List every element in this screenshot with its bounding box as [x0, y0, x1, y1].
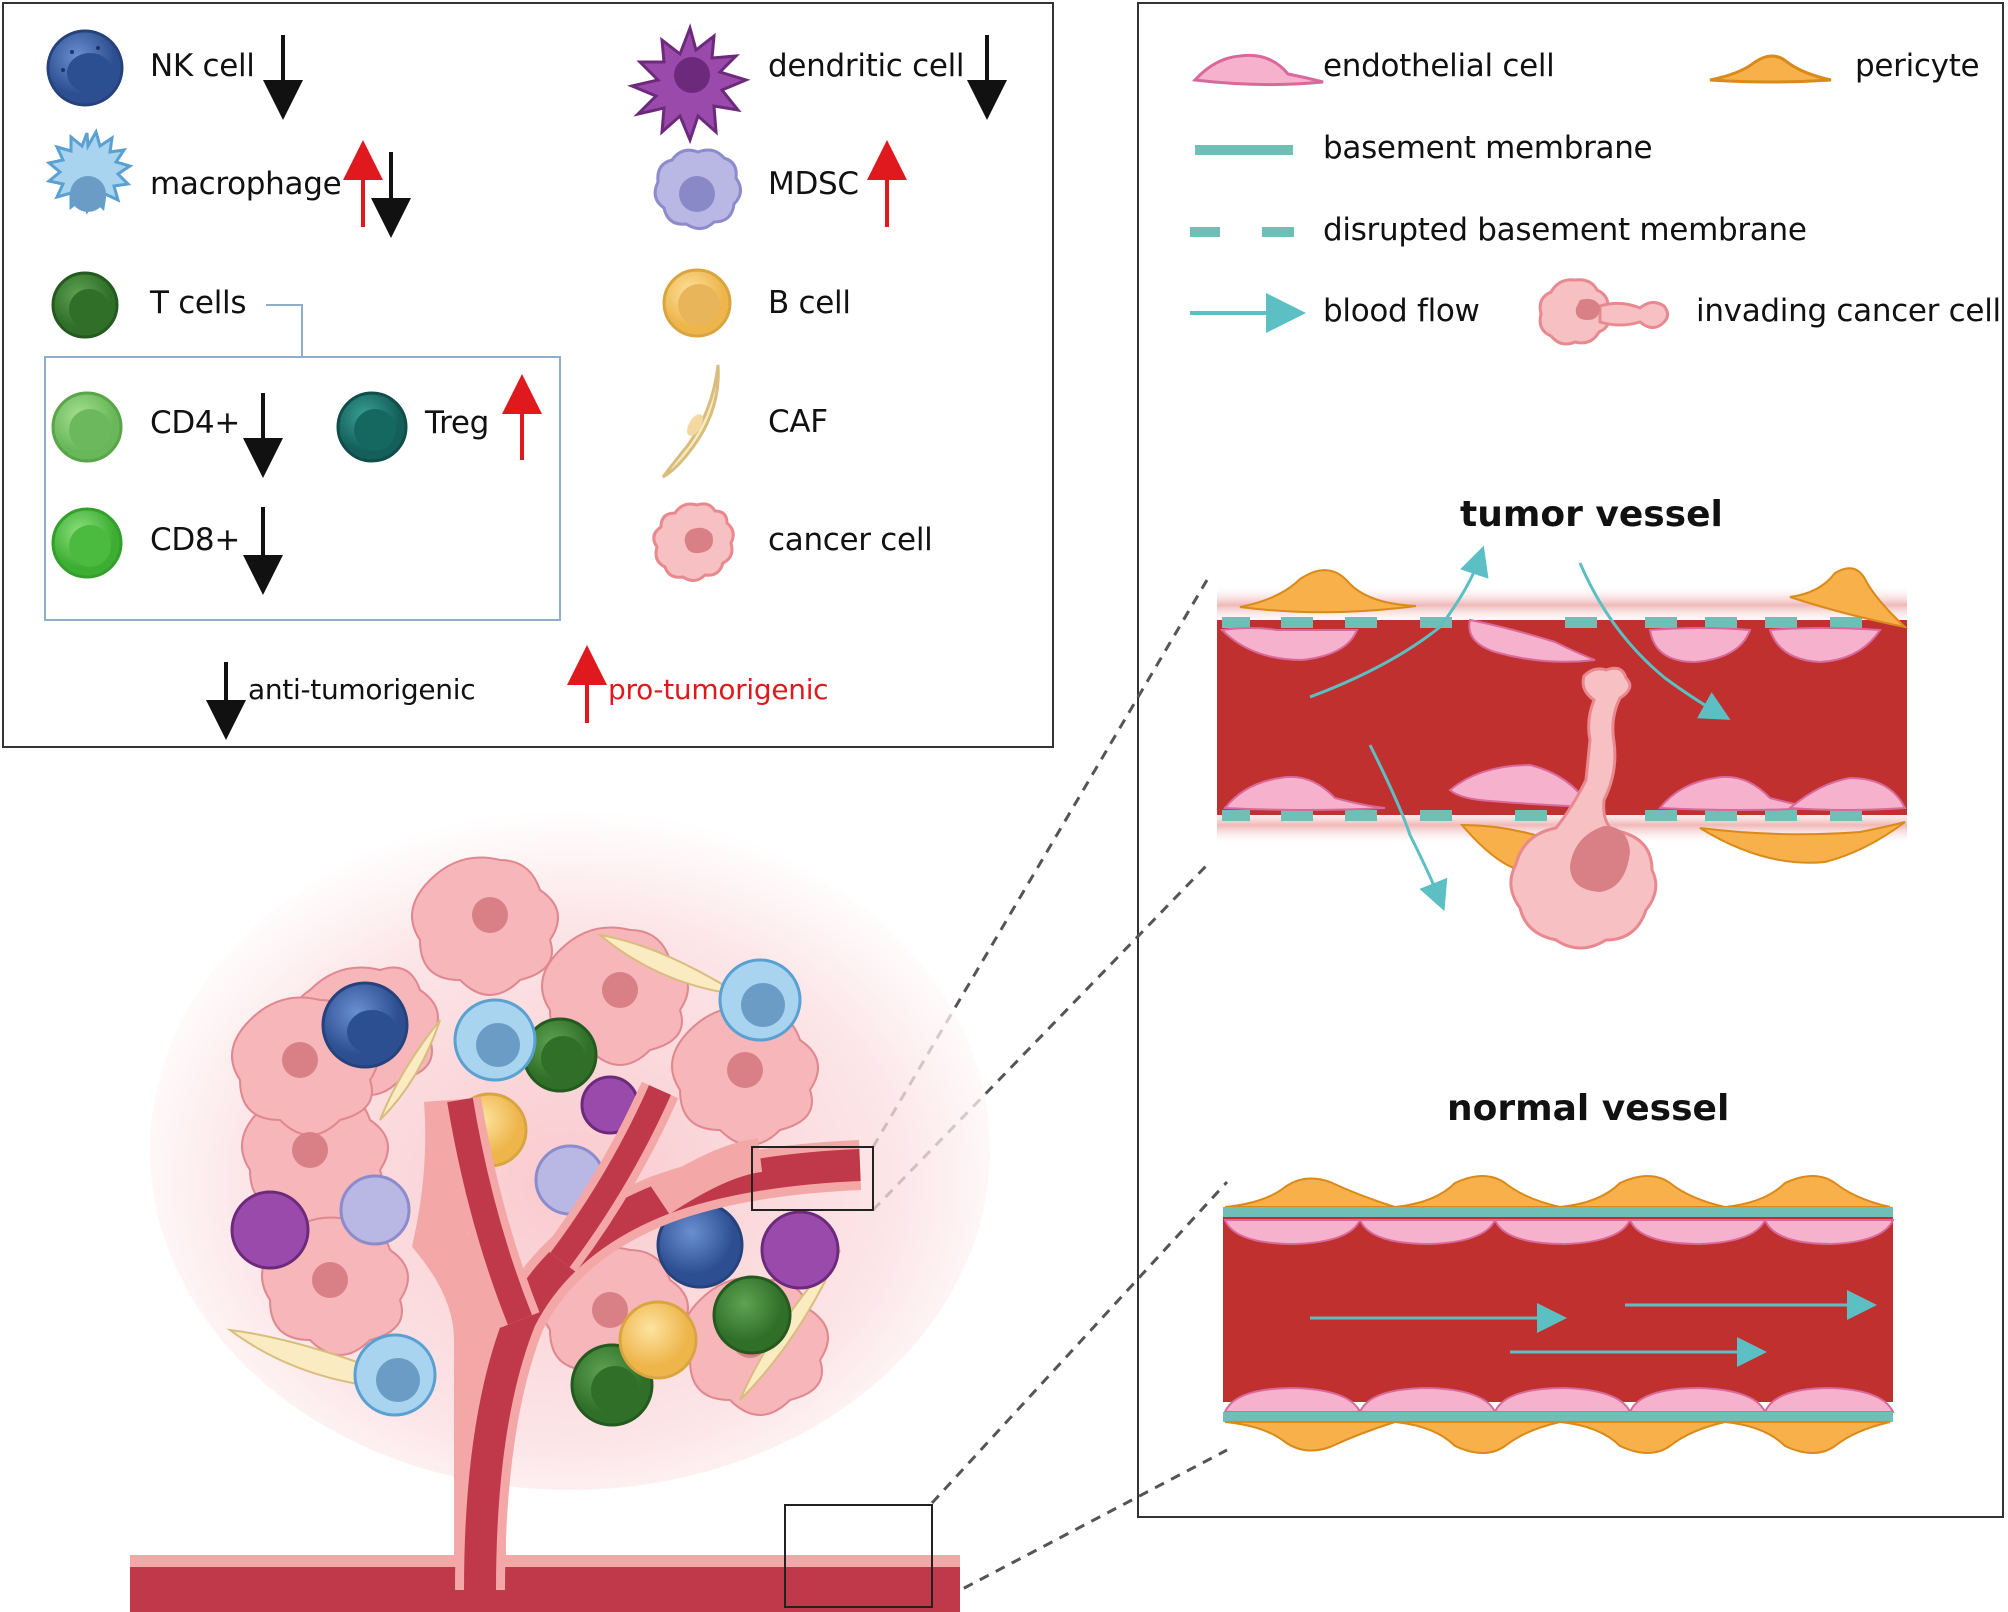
normal-vessel-diagram — [1223, 1175, 1895, 1454]
pericyte-label: pericyte — [1855, 48, 1980, 84]
dendritic-cell-label: dendritic cell — [768, 48, 965, 84]
cancer-cell-icon — [652, 502, 735, 582]
disrupted-membrane-label: disrupted basement membrane — [1323, 212, 1807, 248]
invading-cancer-cell — [1509, 666, 1658, 950]
pro-tumorigenic-label: pro-tumorigenic — [608, 673, 829, 706]
endothelial-cell-icon — [1191, 53, 1324, 87]
basement-membrane-label: basement membrane — [1323, 130, 1653, 166]
dendritic-cell-icon — [627, 23, 751, 145]
tumor-vessel-diagram — [1217, 545, 1909, 950]
cd8-icon — [51, 507, 123, 579]
cancer-cell-label: cancer cell — [768, 522, 933, 558]
treg-label: Treg — [425, 405, 489, 441]
t-cells-subset-box — [44, 356, 561, 621]
blood-flow-label: blood flow — [1323, 293, 1480, 329]
cd4-label: CD4+ — [150, 405, 241, 441]
pericyte-icon — [1709, 54, 1832, 84]
t-cells-connector — [266, 304, 303, 357]
macrophage-label: macrophage — [150, 166, 342, 202]
mdsc-icon — [653, 148, 742, 230]
macrophage-icon — [45, 128, 134, 215]
caf-icon — [661, 364, 720, 479]
b-cell-icon — [662, 268, 732, 338]
normal-vessel-title: normal vessel — [1447, 1088, 1730, 1129]
cd4-icon — [51, 391, 123, 463]
cd8-label: CD8+ — [150, 522, 241, 558]
b-cell-label: B cell — [768, 285, 851, 321]
t-cells-label: T cells — [150, 285, 247, 321]
t-cells-icon — [51, 271, 119, 339]
nk-cell-label: NK cell — [150, 48, 255, 84]
nk-cell-icon — [46, 29, 124, 107]
tumor-vessel-zoom-box — [751, 1146, 874, 1211]
treg-icon — [336, 391, 408, 463]
endothelial-cell-label: endothelial cell — [1323, 48, 1555, 84]
invading-cancer-cell-label: invading cancer cell — [1696, 293, 2001, 329]
invading-cancer-cell-icon — [1538, 278, 1669, 346]
tumor-vessel-title: tumor vessel — [1460, 494, 1723, 535]
anti-tumorigenic-label: anti-tumorigenic — [248, 673, 476, 706]
caf-label: CAF — [768, 404, 828, 440]
normal-vessel-zoom-box — [784, 1504, 933, 1608]
mdsc-label: MDSC — [768, 166, 859, 202]
